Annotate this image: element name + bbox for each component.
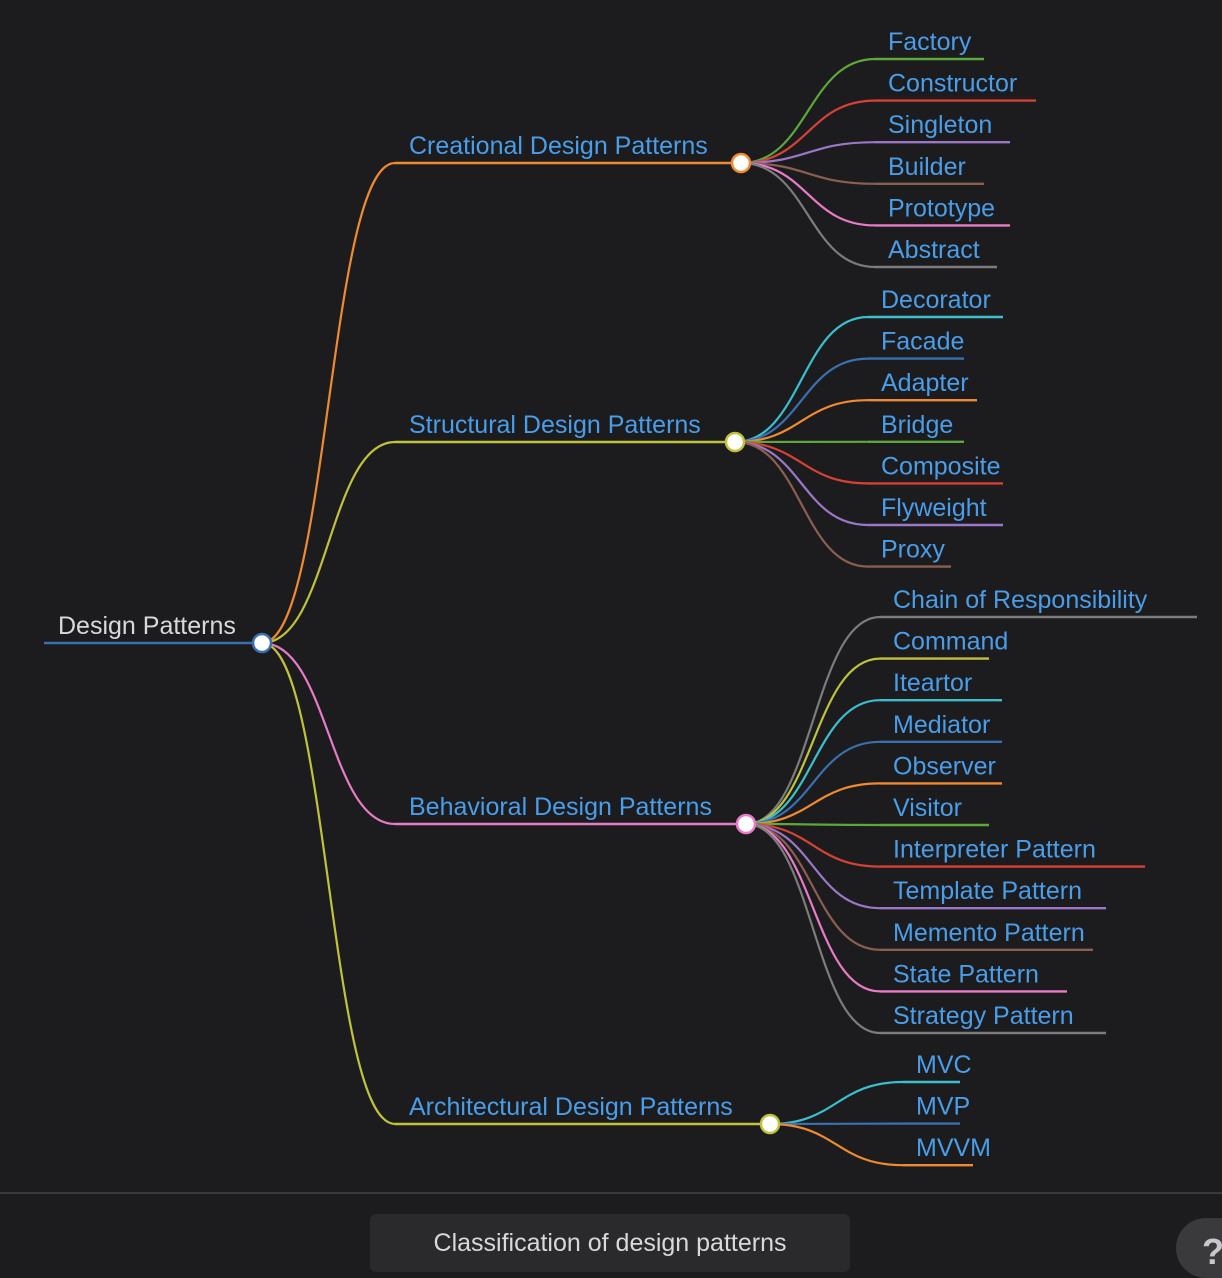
node-layer: Design Patterns Creational Design Pattern… <box>58 28 1148 1162</box>
branch-label-creational-design-patterns[interactable]: Creational Design Patterns <box>409 132 708 160</box>
link-decorator <box>734 315 869 444</box>
link-observer <box>745 782 881 826</box>
link-facade <box>734 357 869 444</box>
collapse-toggle-creational-design-patterns[interactable] <box>730 152 752 174</box>
link-strategy-pattern <box>745 822 881 1035</box>
leaf-label-interpreter-pattern[interactable]: Interpreter Pattern <box>893 836 1096 864</box>
mindmap-diagram: Design Patterns Creational Design Pattern… <box>44 28 1197 1167</box>
diagram-caption[interactable]: Classification of design patterns <box>370 1214 850 1272</box>
collapse-toggle-root[interactable] <box>251 632 273 654</box>
link-template-pattern <box>745 822 881 910</box>
leaf-label-facade[interactable]: Facade <box>881 328 964 356</box>
collapse-toggle-architectural-design-patterns[interactable] <box>759 1113 781 1135</box>
leaf-label-strategy-pattern[interactable]: Strategy Pattern <box>893 1002 1074 1030</box>
leaf-label-composite[interactable]: Composite <box>881 452 1001 480</box>
leaf-label-chain-of-responsibility[interactable]: Chain of Responsibility <box>893 586 1148 614</box>
link-mediator <box>745 740 881 826</box>
leaf-label-mvvm[interactable]: MVVM <box>916 1134 991 1162</box>
leaf-label-decorator[interactable]: Decorator <box>881 286 991 314</box>
leaf-label-builder[interactable]: Builder <box>888 153 966 181</box>
link-chain-of-responsibility <box>745 615 881 826</box>
leaf-label-observer[interactable]: Observer <box>893 752 996 780</box>
link-creational-design-patterns <box>261 161 396 645</box>
leaf-label-flyweight[interactable]: Flyweight <box>881 494 987 522</box>
link-mvvm <box>769 1122 904 1167</box>
link-flyweight <box>734 440 869 527</box>
leaf-label-command[interactable]: Command <box>893 628 1008 656</box>
leaf-label-bridge[interactable]: Bridge <box>881 411 953 439</box>
collapse-toggle-behavioral-design-patterns[interactable] <box>735 813 757 835</box>
link-architectural-design-patterns <box>261 641 396 1126</box>
root-node-label[interactable]: Design Patterns <box>58 612 236 640</box>
link-command <box>745 657 881 826</box>
branch-label-behavioral-design-patterns[interactable]: Behavioral Design Patterns <box>409 793 712 821</box>
link-behavioral-design-patterns <box>261 641 396 826</box>
leaf-label-memento-pattern[interactable]: Memento Pattern <box>893 919 1085 947</box>
link-composite <box>734 440 869 485</box>
link-adapter <box>734 399 869 444</box>
link-state-pattern <box>745 822 881 993</box>
leaf-label-abstract[interactable]: Abstract <box>888 236 980 264</box>
link-prototype <box>740 161 876 227</box>
link-factory <box>740 57 876 165</box>
branch-label-structural-design-patterns[interactable]: Structural Design Patterns <box>409 411 701 439</box>
link-constructor <box>740 99 876 165</box>
leaf-label-state-pattern[interactable]: State Pattern <box>893 960 1039 988</box>
link-mvc <box>769 1080 904 1126</box>
link-layer <box>261 57 904 1167</box>
link-proxy <box>734 440 869 568</box>
underline-layer <box>44 57 1197 1167</box>
leaf-label-factory[interactable]: Factory <box>888 28 972 56</box>
link-memento-pattern <box>745 822 881 951</box>
leaf-label-proxy[interactable]: Proxy <box>881 536 945 564</box>
collapse-toggle-structural-design-patterns[interactable] <box>724 431 746 453</box>
leaf-label-prototype[interactable]: Prototype <box>888 194 995 222</box>
caption-divider <box>0 1192 1222 1194</box>
leaf-label-iteartor[interactable]: Iteartor <box>893 669 972 697</box>
question-mark-icon: ? <box>1202 1231 1222 1272</box>
leaf-label-mvp[interactable]: MVP <box>916 1093 970 1121</box>
leaf-label-constructor[interactable]: Constructor <box>888 70 1017 98</box>
leaf-label-adapter[interactable]: Adapter <box>881 369 969 397</box>
link-iteartor <box>745 699 881 826</box>
leaf-label-mvc[interactable]: MVC <box>916 1051 972 1079</box>
leaf-label-mediator[interactable]: Mediator <box>893 711 990 739</box>
link-visitor <box>745 822 881 827</box>
link-singleton <box>740 141 876 165</box>
leaf-label-visitor[interactable]: Visitor <box>893 794 962 822</box>
mindmap-canvas: Design Patterns Creational Design Pattern… <box>44 28 1197 1167</box>
leaf-label-template-pattern[interactable]: Template Pattern <box>893 877 1082 905</box>
link-builder <box>740 161 876 185</box>
help-button[interactable]: ? <box>1176 1218 1222 1278</box>
link-interpreter-pattern <box>745 822 881 868</box>
leaf-label-singleton[interactable]: Singleton <box>888 111 992 139</box>
branch-label-architectural-design-patterns[interactable]: Architectural Design Patterns <box>409 1093 733 1121</box>
link-abstract <box>740 161 876 269</box>
link-structural-design-patterns <box>261 440 396 645</box>
